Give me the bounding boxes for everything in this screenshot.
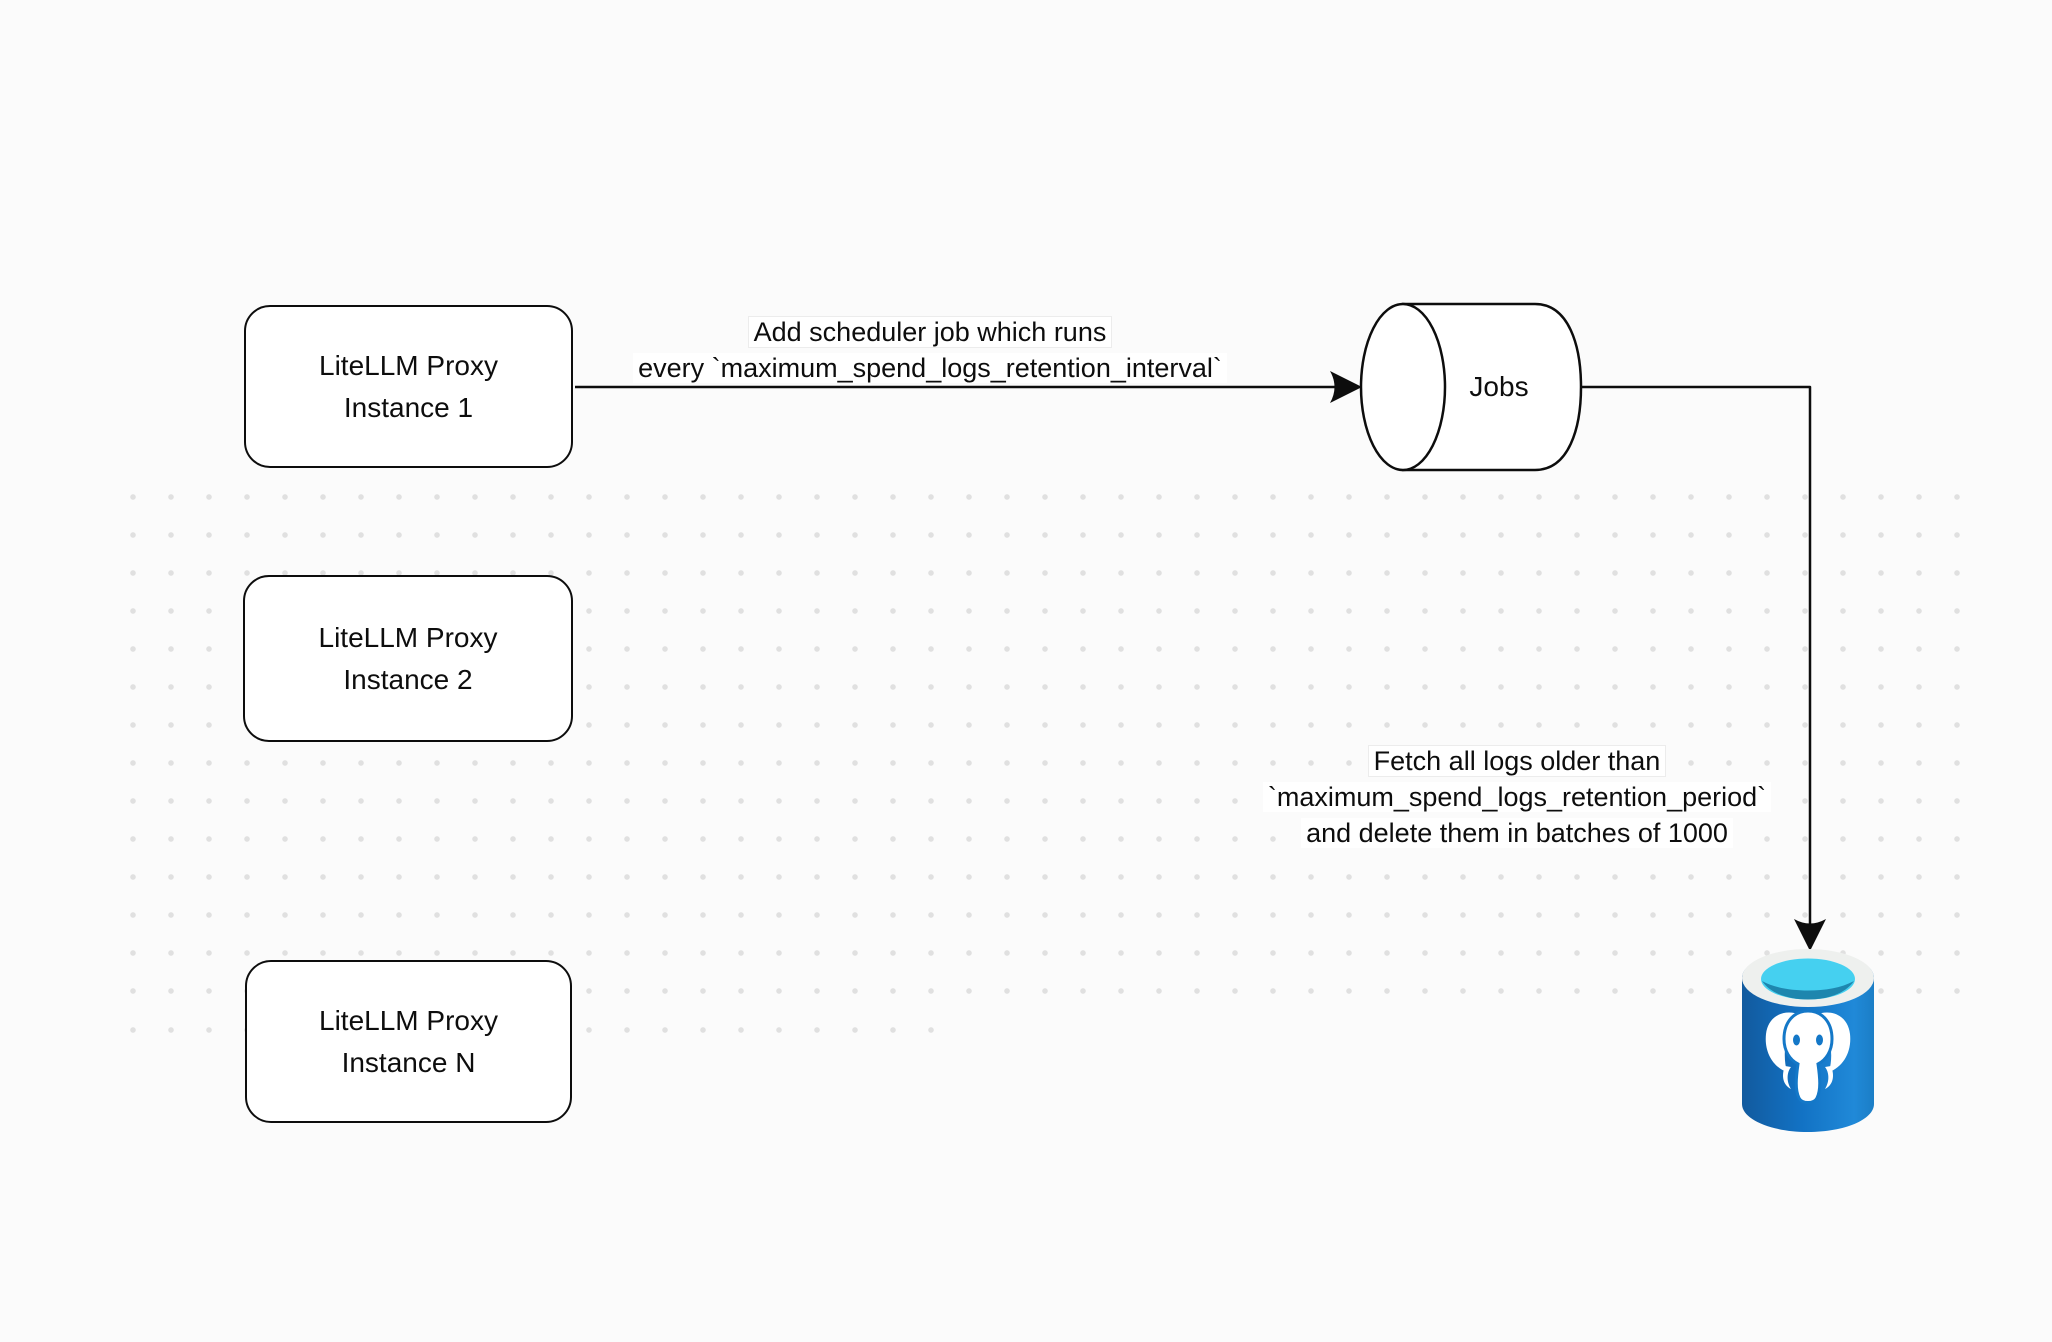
node-litellm-proxy-instance-n: LiteLLM Proxy Instance N	[245, 960, 572, 1123]
edge-fetch-arrowhead	[1794, 919, 1826, 951]
node-label-line: Instance 1	[343, 391, 474, 423]
node-label-line: LiteLLM Proxy	[319, 1004, 498, 1036]
edge-label-line: Fetch all logs older than	[1368, 746, 1666, 776]
node-label-line: LiteLLM Proxy	[319, 349, 498, 381]
edge-label-line: and delete them in batches of 1000	[1301, 818, 1733, 848]
edge-label-line: every `maximum_spend_logs_retention_inte…	[633, 353, 1227, 383]
edge-label-scheduler: Add scheduler job which runs every `maxi…	[580, 314, 1280, 386]
node-jobs-label: Jobs	[1469, 371, 1529, 402]
node-litellm-proxy-instance-1: LiteLLM Proxy Instance 1	[244, 305, 573, 468]
node-label-line: Instance 2	[343, 663, 473, 695]
node-label-line: LiteLLM Proxy	[318, 621, 498, 653]
edge-label-fetch: Fetch all logs older than `maximum_spend…	[1217, 743, 1817, 851]
postgresql-icon	[1742, 949, 1874, 1132]
postgres-water-bottom	[1762, 981, 1854, 1000]
edge-scheduler-arrowhead	[1330, 371, 1362, 403]
edge-label-line: `maximum_spend_logs_retention_period`	[1262, 782, 1772, 812]
node-label-line: Instance N	[341, 1046, 476, 1078]
edge-fetch-line	[1581, 385, 1812, 941]
dot-grid-background	[114, 478, 1978, 1011]
jobs-cylinder-cap	[1359, 302, 1447, 472]
edge-label-line: Add scheduler job which runs	[748, 317, 1112, 347]
postgres-elephant-logo	[1765, 1009, 1851, 1104]
node-litellm-proxy-instance-2: LiteLLM Proxy Instance 2	[243, 575, 573, 742]
